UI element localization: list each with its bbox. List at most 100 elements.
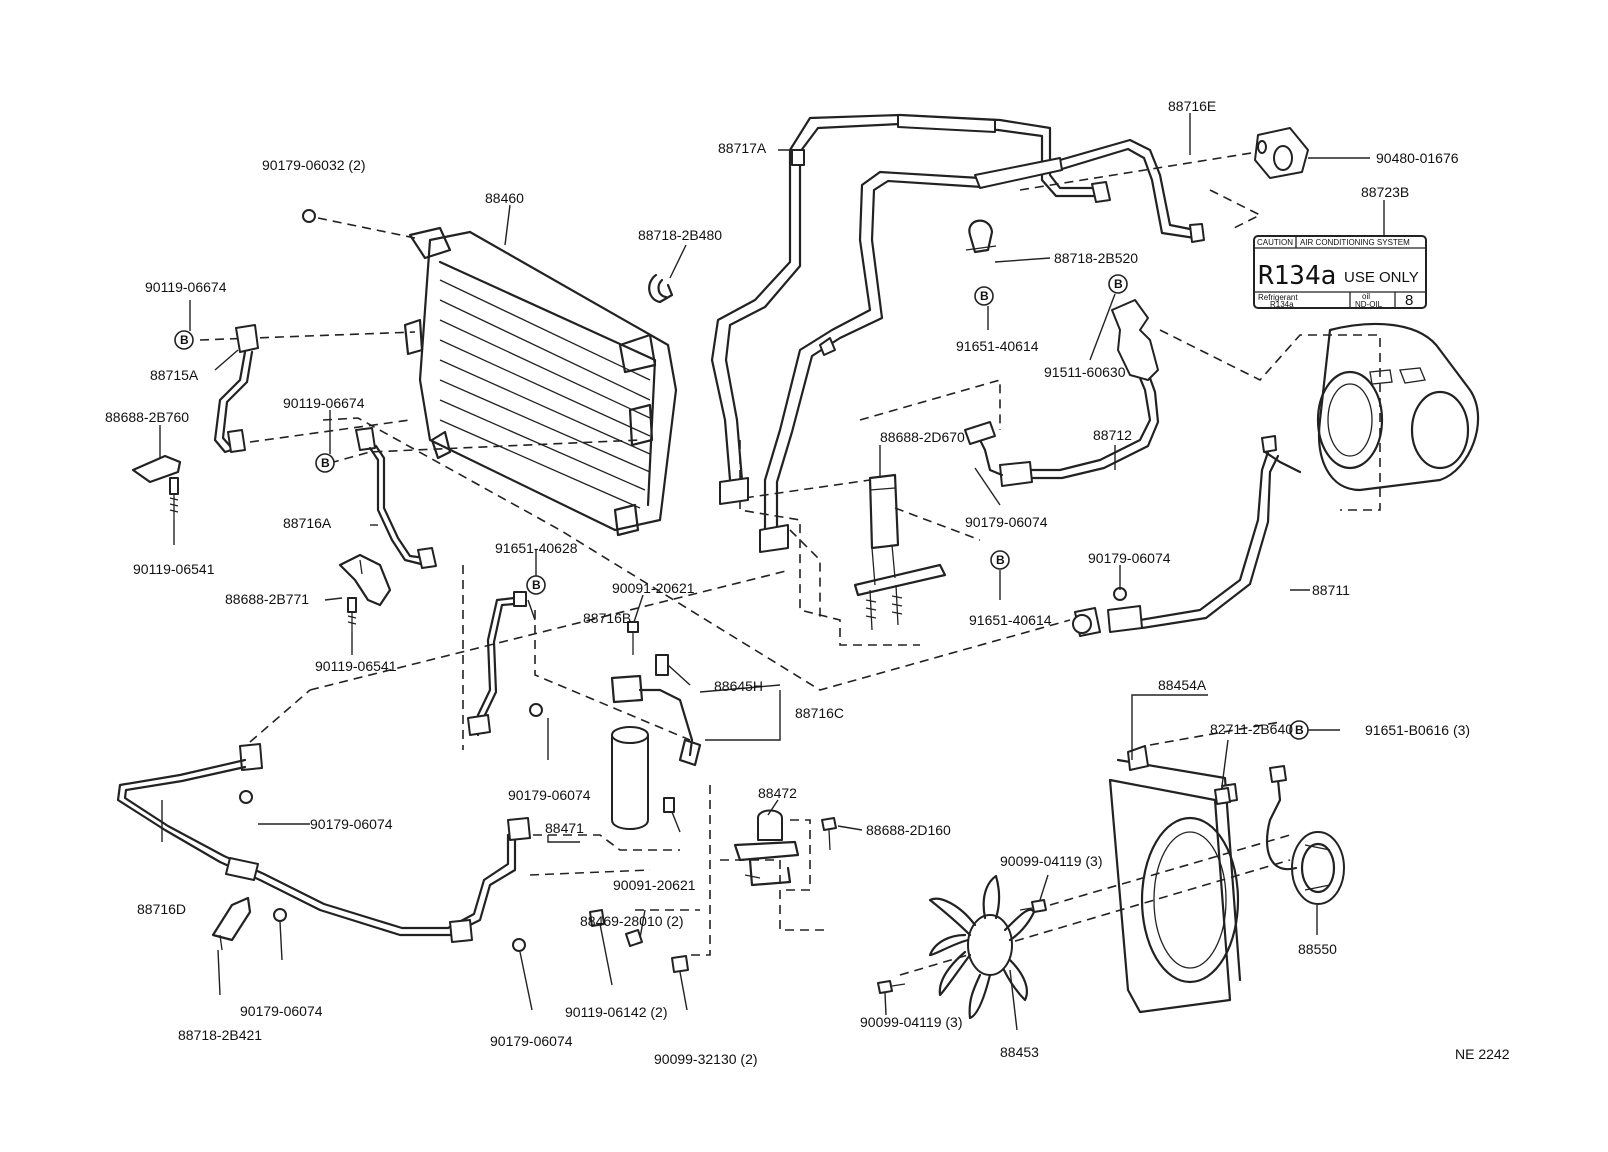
label-88688-2B771: 88688-2B771 [225,591,309,607]
tag-sub-mid-2: ND-OIL [1355,300,1383,309]
hose-88712 [964,299,1160,487]
svg-text:B: B [1114,277,1123,291]
svg-text:B: B [180,333,189,347]
label-90099-04119-a: 90099-04119 (3) [1000,853,1102,869]
screw-88688-2D160 [821,817,837,851]
tag-header-left: CAUTION [1257,238,1293,247]
nut-90179-06032 [302,209,316,223]
label-NE2242: NE 2242 [1455,1046,1510,1062]
leader-lines [159,113,1385,1031]
label-88688-2D160: 88688-2D160 [866,822,951,838]
label-88718-2B520: 88718-2B520 [1054,250,1138,266]
b-marker: B [974,286,994,306]
label-88718-2B421: 88718-2B421 [178,1027,262,1043]
bracket-88688-2B760 [131,454,182,520]
label-88715A: 88715A [150,367,199,383]
label-88453: 88453 [1000,1044,1039,1060]
label-90119-06541-b: 90119-06541 [315,658,397,674]
label-91511-60630: 91511-60630 [1044,364,1126,380]
fan-shroud-88454A [1108,745,1242,1014]
label-90099-32130: 90099-32130 (2) [654,1051,758,1067]
label-88454A: 88454A [1158,677,1207,693]
b-marker: B [315,453,335,473]
label-88723B: 88723B [1361,184,1409,200]
label-88460: 88460 [485,190,524,206]
label-88718-2B480: 88718-2B480 [638,227,722,243]
pipe-88715A [213,324,259,454]
clamp-88718-2B520 [965,219,997,254]
bolts-90099-04119 [877,899,1047,994]
label-88716B: 88716B [583,610,631,626]
label-88712: 88712 [1093,427,1132,443]
compressor-outline [1316,322,1480,492]
condenser [403,226,678,537]
fan-motor-88550 [1266,765,1345,905]
label-88688-2B760: 88688-2B760 [105,409,189,425]
part-labels: 90179-06032 (2) 88460 88718-2B480 90119-… [105,98,1510,1067]
pipe-88716A [355,427,437,569]
label-90099-04119-b: 90099-04119 (3) [860,1014,962,1030]
bracket-88718-2B421 [211,896,252,951]
tag-sub-left-1: Refrigerant [1258,293,1298,302]
label-88716D: 88716D [137,901,186,917]
label-90480-01676: 90480-01676 [1376,150,1459,166]
bracket-88472 [733,809,800,887]
label-90091-20621-a: 90091-20621 [612,580,695,596]
bracket-88688-2D670 [853,473,947,631]
label-90119-06674-b: 90119-06674 [283,395,365,411]
label-88469-28010: 88469-28010 (2) [580,913,684,929]
label-88716E: 88716E [1168,98,1216,114]
label-88688-2D670: 88688-2D670 [880,429,965,445]
label-90179-06074-c: 90179-06074 [240,1003,323,1019]
label-88645H: 88645H [714,678,763,694]
fan-88453 [928,874,1036,1020]
svg-text:B: B [980,289,989,303]
label-88472: 88472 [758,785,797,801]
svg-text:B: B [532,578,541,592]
label-90179-06074-d: 90179-06074 [490,1033,573,1049]
tag-main-text: USE ONLY [1344,269,1419,286]
caution-label-88723B: CAUTION AIR CONDITIONING SYSTEM R134a US… [1253,235,1427,309]
svg-text:B: B [1295,723,1304,737]
b-marker: B [990,550,1010,570]
receiver-drier-88471 [610,621,702,830]
label-90179-06074-e: 90179-06074 [965,514,1048,530]
clip-88718-2B480 [648,273,674,304]
label-88550: 88550 [1298,941,1337,957]
b-markers: B B B B B B B [174,274,1309,740]
connector-82711-2B640 [1214,787,1231,805]
label-90119-06674-a: 90119-06674 [145,279,227,295]
label-88716A: 88716A [283,515,332,531]
pipe-88716D [116,743,531,943]
hose-88716E [759,138,1205,553]
label-90119-06142: 90119-06142 (2) [565,1004,667,1020]
b-marker: B [1108,274,1128,294]
label-90091-20621-b: 90091-20621 [613,877,696,893]
tag-sub-mid-1: oil [1362,292,1370,301]
bracket-88688-2B771 [338,553,392,632]
svg-text:B: B [996,553,1005,567]
label-91651-40628: 91651-40628 [495,540,578,556]
b-marker: B [526,575,546,595]
tag-main-code: R134a [1258,261,1336,291]
grommet-90480-01676 [1254,127,1309,179]
label-91651-40614-a: 91651-40614 [956,338,1039,354]
label-91651-B0616: 91651-B0616 (3) [1365,722,1470,738]
svg-text:B: B [321,456,330,470]
tag-sub-left-2: R134a [1270,300,1294,309]
label-90119-06541-a: 90119-06541 [133,561,215,577]
label-91651-40614-b: 91651-40614 [969,612,1052,628]
b-marker: B [174,330,194,350]
tag-sub-right: 8 [1405,292,1413,309]
pipe-88716B [467,591,527,737]
label-90179-06074-a: 90179-06074 [508,787,591,803]
label-82711-2B640: 82711-2B640 [1210,721,1293,737]
label-88471: 88471 [545,820,584,836]
label-88711: 88711 [1312,582,1350,598]
label-88717A: 88717A [718,140,767,156]
small-fasteners [239,703,689,973]
label-90179-06032: 90179-06032 (2) [262,157,366,173]
tag-header-right: AIR CONDITIONING SYSTEM [1300,238,1410,247]
dashed-assembly-lines [199,149,1381,976]
